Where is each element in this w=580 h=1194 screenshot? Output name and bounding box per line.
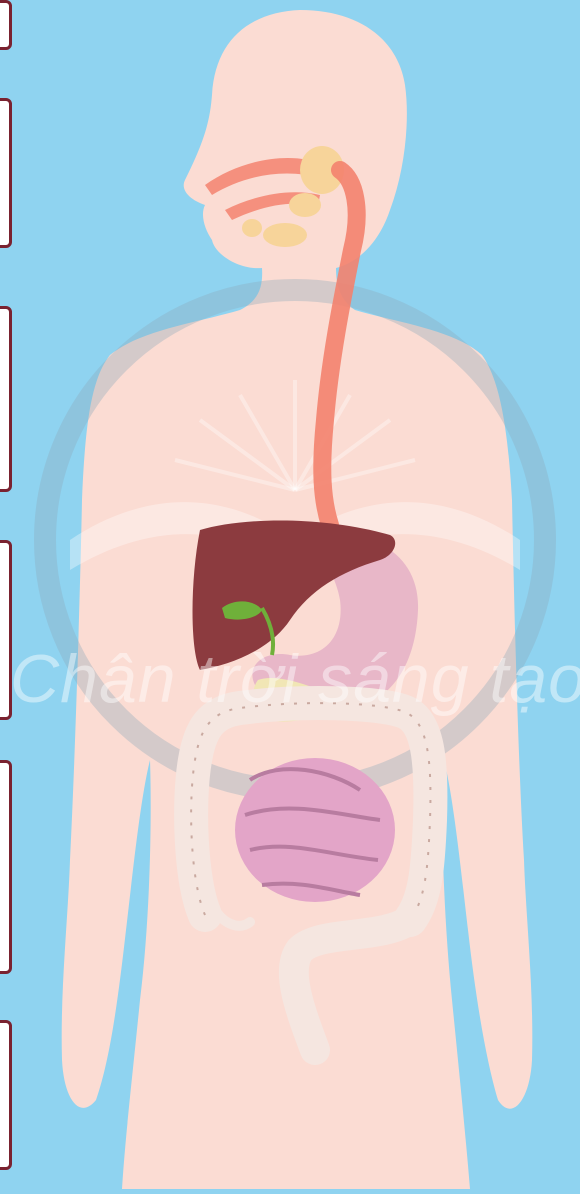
label-box-5[interactable]	[0, 760, 12, 974]
label-box-4[interactable]	[0, 540, 12, 720]
label-box-6[interactable]	[0, 1020, 12, 1170]
label-box-2[interactable]	[0, 98, 12, 248]
label-box-1[interactable]	[0, 0, 12, 50]
small-intestine	[235, 758, 395, 902]
label-box-3[interactable]	[0, 306, 12, 492]
